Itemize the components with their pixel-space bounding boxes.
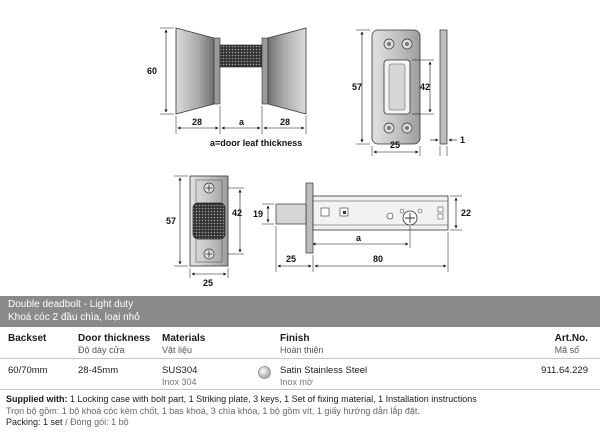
col-art-no-vi: Mã số <box>554 345 580 355</box>
supplied-vi-line: Trọn bộ gồm: 1 bộ khoá cóc kèm chốt, 1 b… <box>6 406 596 418</box>
door-thickness-value: 28-45mm <box>78 365 119 376</box>
case-height-label: 22 <box>461 208 471 218</box>
spec-table-header: Backset Door thickness Độ dày cửa Materi… <box>0 330 600 359</box>
product-title-en: Double deadbolt - Light duty <box>8 299 134 310</box>
cell-art-no: 911.64.229 <box>541 365 588 376</box>
col-finish-en: Finish <box>280 333 310 344</box>
strike-side-profile <box>439 29 448 145</box>
faceplate-width-label: 25 <box>203 278 213 288</box>
finish-vi-value: Inox mờ <box>280 377 313 387</box>
col-art-no: Art.No. Mã số <box>555 333 588 355</box>
col-door-thickness-vi: Độ dày cửa <box>78 345 125 355</box>
lock-case <box>312 195 449 231</box>
col-backset-en: Backset <box>8 333 47 344</box>
col-materials-vi: Vật liệu <box>162 345 193 355</box>
col-art-no-en: Art.No. <box>554 333 588 344</box>
bolt-gap-label: a <box>356 233 362 243</box>
col-finish: Finish Hoàn thiện <box>280 333 324 355</box>
material-en-value: SUS304 <box>162 365 198 376</box>
faceplate-height-outer-label: 57 <box>166 216 176 226</box>
supplied-with-line: Supplied with: 1 Locking case with bolt … <box>6 394 596 406</box>
supplied-vi-text: 1 bộ khoá cóc kèm chốt, 1 bas khoá, 3 ch… <box>61 405 420 416</box>
notes: Supplied with: 1 Locking case with bolt … <box>6 394 596 429</box>
strike-height-outer-label: 57 <box>352 82 362 92</box>
cell-door-thickness: 28-45mm <box>78 365 118 376</box>
packing-label: Packing: <box>6 417 41 427</box>
knob-left-width-label: 28 <box>192 117 202 127</box>
bolt-case-view: 19 22 a 25 80 <box>253 182 471 272</box>
strike-height-inner-label: 42 <box>420 82 430 92</box>
strike-thickness-label: 1 <box>460 135 465 145</box>
strike-width-label: 25 <box>390 140 400 150</box>
table-row: 60/70mm 28-45mm SUS304 Inox 304 Satin St… <box>0 361 600 390</box>
col-door-thickness: Door thickness Độ dày cửa <box>78 333 150 355</box>
supplied-label: Supplied with: <box>6 394 68 404</box>
bolt-face-knurled <box>192 202 226 240</box>
finish-swatch-icon <box>258 366 271 379</box>
cell-finish: Satin Stainless Steel Inox mờ <box>280 365 367 387</box>
cell-materials: SUS304 Inox 304 <box>162 365 197 387</box>
knob-height-label: 60 <box>147 66 157 76</box>
right-knob <box>267 27 307 115</box>
knob-right-width-label: 28 <box>280 117 290 127</box>
col-backset: Backset <box>8 333 46 344</box>
col-materials: Materials Vật liệu <box>162 333 205 355</box>
knob-view: 60 28 a 28 a=door leaf thickness <box>147 27 307 148</box>
bolt-length-label: 80 <box>373 254 383 264</box>
faceplate-side <box>305 182 314 254</box>
knob-gap-label: a <box>239 117 245 127</box>
cell-backset: 60/70mm <box>8 365 48 376</box>
col-door-thickness-en: Door thickness <box>78 333 151 344</box>
backset-offset-label: 25 <box>286 254 296 264</box>
packing-line: Packing: 1 set / Đóng gói: 1 bộ <box>6 417 596 429</box>
col-finish-vi: Hoàn thiện <box>280 345 324 355</box>
col-materials-en: Materials <box>162 333 206 344</box>
technical-drawing: 60 28 a 28 a=door leaf thickness 57 <box>147 27 471 288</box>
packing-text: 1 set <box>43 417 63 427</box>
knurled-spindle <box>219 44 267 68</box>
supplied-text: 1 Locking case with bolt part, 1 Strikin… <box>70 394 477 404</box>
art-no-value: 911.64.229 <box>541 365 588 376</box>
bolt-height-label: 19 <box>253 209 263 219</box>
product-title-vi: Khoá cóc 2 đầu chìa, loại nhỏ <box>8 312 140 323</box>
faceplate-view: 57 42 25 <box>166 175 244 288</box>
product-title-band: Double deadbolt - Light duty Khoá cóc 2 … <box>0 296 600 327</box>
left-knob <box>175 27 215 115</box>
supplied-vi-label: Trọn bộ gồm: <box>6 405 60 416</box>
faceplate-height-inner-label: 42 <box>232 208 242 218</box>
knob-caption: a=door leaf thickness <box>210 138 302 148</box>
strike-view: 57 42 25 1 <box>352 29 465 156</box>
finish-en-value: Satin Stainless Steel <box>280 365 368 376</box>
bolt <box>275 203 307 225</box>
material-vi-value: Inox 304 <box>162 377 197 387</box>
packing-vi-text: / Đóng gói: 1 bộ <box>65 417 129 427</box>
backset-value: 60/70mm <box>8 365 48 376</box>
